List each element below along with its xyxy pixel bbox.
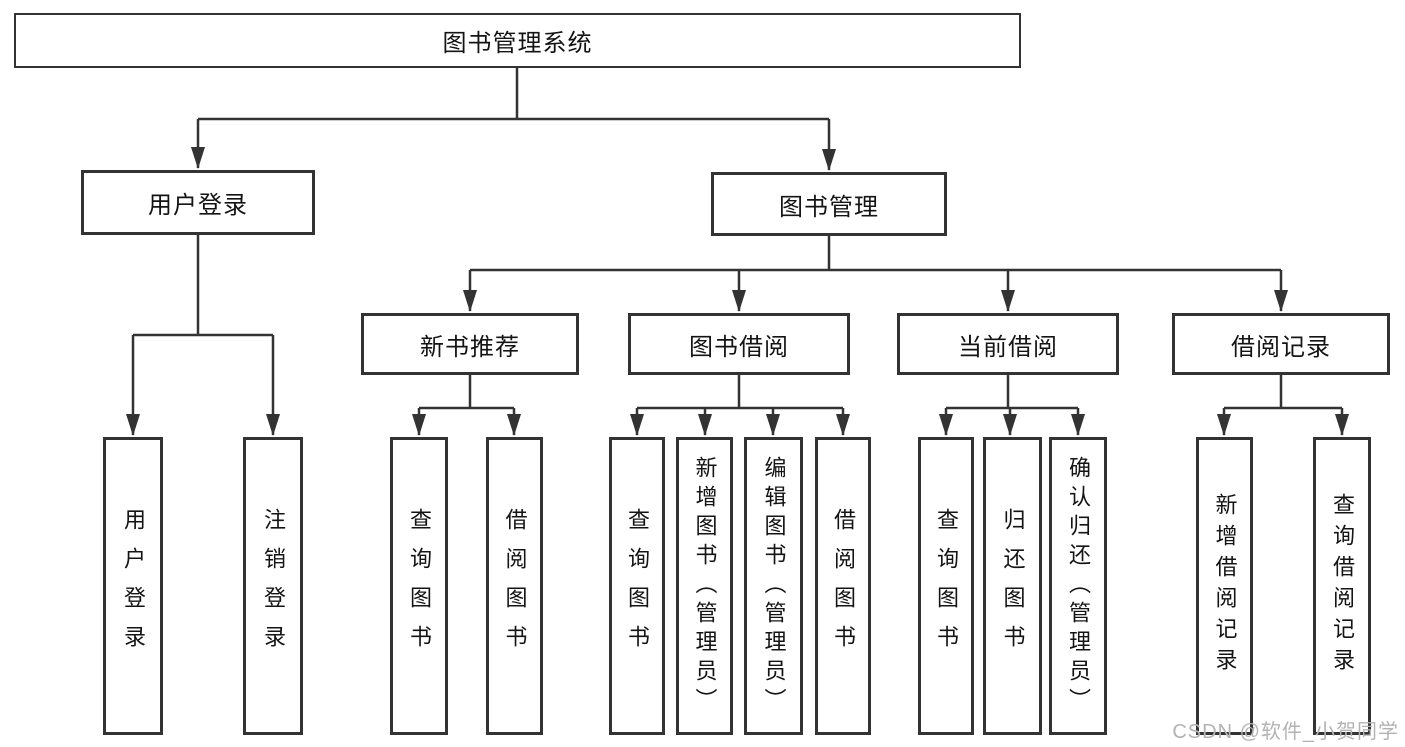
csdn-watermark: CSDN @软件_小贺同学 xyxy=(1172,721,1399,743)
node-leaf-bb-query-label: 查询图书 xyxy=(625,508,650,664)
node-book-borrow: 图书借阅 xyxy=(628,313,850,375)
node-leaf-bb-query: 查询图书 xyxy=(609,437,665,735)
node-root-label: 图书管理系统 xyxy=(442,30,593,57)
node-current-borrow-label: 当前借阅 xyxy=(958,333,1058,361)
node-leaf-bb-add: 新增图书（管理员） xyxy=(676,437,733,735)
node-leaf-bb-add-label: 新增图书（管理员） xyxy=(692,455,718,717)
node-leaf-cb-return: 归还图书 xyxy=(983,437,1042,735)
node-leaf-login-label: 用户登录 xyxy=(121,508,146,664)
node-root: 图书管理系统 xyxy=(14,13,1021,68)
node-borrow-records-label: 借阅记录 xyxy=(1231,333,1331,361)
node-leaf-nb-borrow-label: 借阅图书 xyxy=(502,508,528,664)
node-leaf-cb-confirm: 确认归还（管理员） xyxy=(1049,437,1107,735)
node-leaf-nb-query: 查询图书 xyxy=(390,437,448,735)
node-leaf-bb-borrow-label: 借阅图书 xyxy=(831,508,856,664)
node-leaf-bb-edit: 编辑图书（管理员） xyxy=(744,437,803,735)
node-user-login-label: 用户登录 xyxy=(148,192,248,219)
node-leaf-rec-query-label: 查询借阅记录 xyxy=(1330,493,1355,679)
node-book-mgmt: 图书管理 xyxy=(711,172,947,236)
node-leaf-login: 用户登录 xyxy=(103,437,163,735)
node-leaf-nb-query-label: 查询图书 xyxy=(407,508,432,664)
node-book-mgmt-label: 图书管理 xyxy=(779,193,879,221)
node-leaf-cb-confirm-label: 确认归还（管理员） xyxy=(1066,455,1091,717)
node-new-book-rec: 新书推荐 xyxy=(361,313,579,375)
node-leaf-cb-query: 查询图书 xyxy=(918,437,974,735)
connector-arrows xyxy=(126,119,1349,436)
node-current-borrow: 当前借阅 xyxy=(897,313,1119,375)
node-leaf-logout-label: 注销登录 xyxy=(261,508,286,664)
node-leaf-bb-borrow: 借阅图书 xyxy=(815,437,871,735)
node-book-borrow-label: 图书借阅 xyxy=(689,333,789,361)
node-leaf-rec-add: 新增借阅记录 xyxy=(1196,437,1253,735)
node-leaf-logout: 注销登录 xyxy=(243,437,303,735)
node-leaf-bb-edit-label: 编辑图书（管理员） xyxy=(761,455,787,717)
node-leaf-cb-return-label: 归还图书 xyxy=(1000,508,1026,664)
node-leaf-nb-borrow: 借阅图书 xyxy=(486,437,543,735)
node-leaf-rec-query: 查询借阅记录 xyxy=(1313,437,1371,735)
node-borrow-records: 借阅记录 xyxy=(1172,313,1390,375)
node-new-book-rec-label: 新书推荐 xyxy=(420,333,520,361)
node-leaf-rec-add-label: 新增借阅记录 xyxy=(1212,493,1238,679)
node-user-login: 用户登录 xyxy=(81,170,315,235)
node-leaf-cb-query-label: 查询图书 xyxy=(934,508,959,664)
